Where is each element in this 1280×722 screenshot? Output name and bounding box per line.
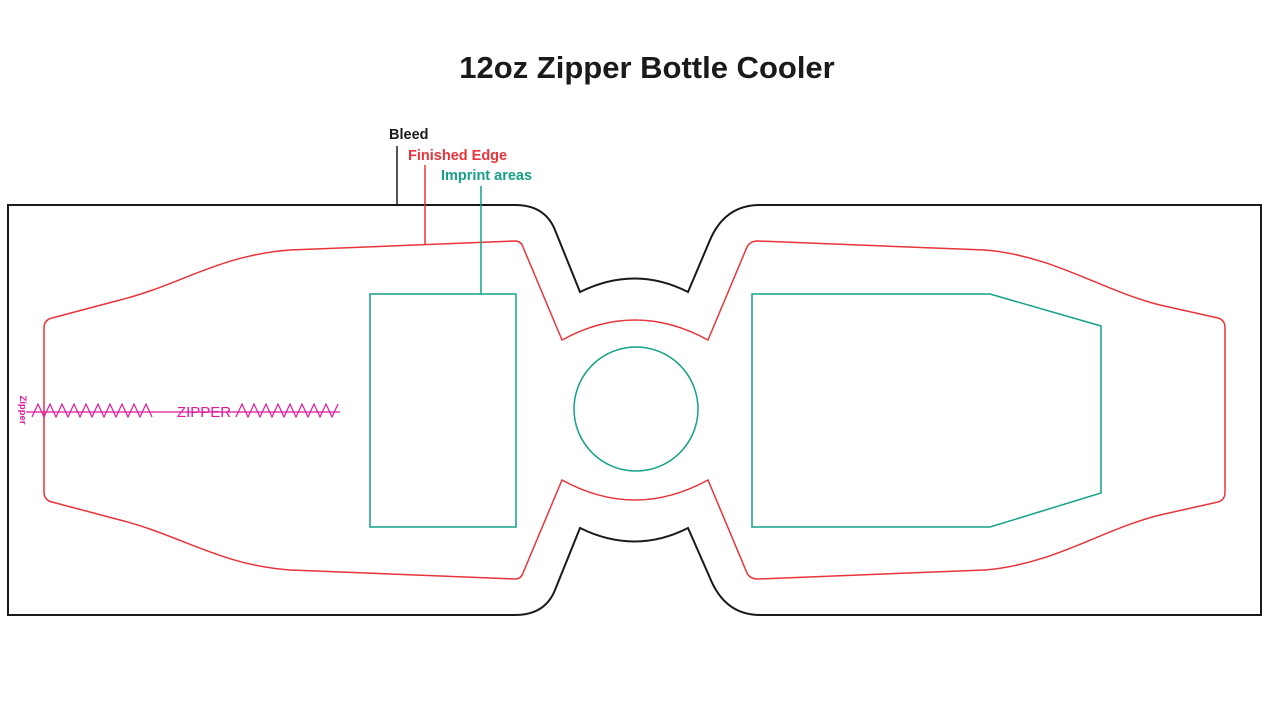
zipper-side-label: Zipper [17, 395, 28, 424]
imprint-area-circle [573, 346, 699, 472]
bleed-outline [7, 204, 1262, 616]
imprint-area-right-tapered [751, 293, 1102, 528]
finished-edge-outline [43, 240, 1226, 580]
zipper-zigzag-left [31, 402, 153, 419]
legend-bleed-label: Bleed [389, 127, 429, 143]
imprint-area-left-rect [369, 293, 517, 528]
zipper-zigzag-right [235, 402, 339, 419]
legend-finished-edge-label: Finished Edge [408, 148, 507, 164]
zipper-center-label: ZIPPER [177, 404, 231, 421]
diagram-title: 12oz Zipper Bottle Cooler [459, 50, 834, 85]
legend-imprint-areas-label: Imprint areas [441, 168, 532, 184]
